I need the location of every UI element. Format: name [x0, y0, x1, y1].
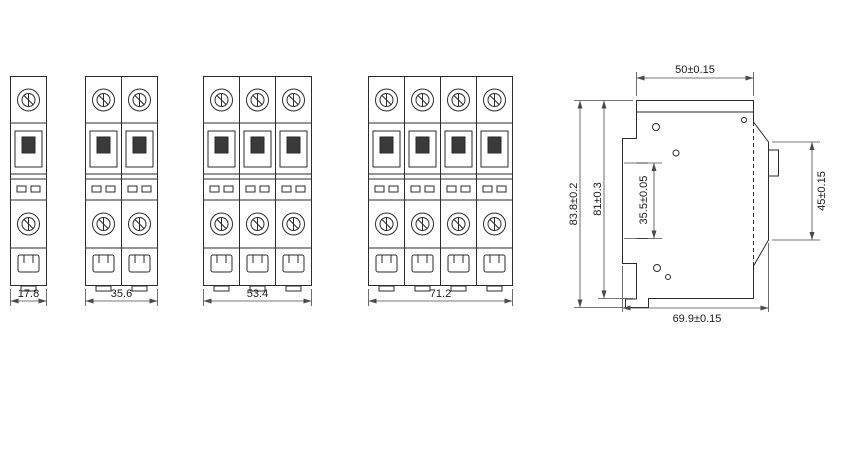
side-toggle-handle: [768, 149, 779, 177]
dim-4pole-width: 71.2: [368, 288, 513, 306]
dim-label-side-width: 50±0.15: [675, 64, 715, 76]
dim-label-4pole-width: 71.2: [430, 288, 451, 300]
dim-label-overall-height: 83.8±0.2: [568, 183, 580, 226]
dim-label-1pole-width: 17.8: [18, 288, 39, 300]
front-view-2pole: 35.6: [85, 76, 158, 306]
front-view-4pole: 71.2: [368, 76, 513, 306]
dim-label-front-height: 45±0.15: [816, 171, 828, 211]
front-view-1pole: 17.8: [10, 76, 47, 306]
dim-side-rail-slot: 35.5±0.05: [624, 162, 662, 239]
rivet-icon: [672, 149, 680, 157]
side-view: 50±0.15 83.8±0.2 81±0.3 35.5±0.05 4: [568, 64, 828, 325]
dim-label-rail-slot: 35.5±0.05: [638, 176, 650, 225]
rivet-icon: [652, 123, 660, 131]
dim-side-width: 50±0.15: [636, 64, 754, 96]
rivet-icon: [653, 264, 661, 272]
dim-side-height: 81±0.3: [592, 100, 633, 299]
dim-1pole-width: 17.8: [10, 288, 47, 306]
dim-side-front-height: 45±0.15: [772, 141, 828, 241]
dim-2pole-width: 35.6: [85, 288, 158, 306]
dim-3pole-width: 53.4: [203, 288, 312, 306]
dim-label-height: 81±0.3: [592, 182, 604, 216]
dim-side-depth: 69.9±0.15: [622, 243, 769, 325]
dim-label-2pole-width: 35.6: [111, 288, 132, 300]
dim-label-3pole-width: 53.4: [247, 288, 268, 300]
rivet-icon: [741, 117, 747, 123]
dim-label-depth: 69.9±0.15: [673, 313, 722, 325]
rivet-icon: [665, 274, 671, 280]
front-view-3pole: 53.4: [203, 76, 312, 306]
dim-side-overall-height: 83.8±0.2: [568, 100, 633, 308]
